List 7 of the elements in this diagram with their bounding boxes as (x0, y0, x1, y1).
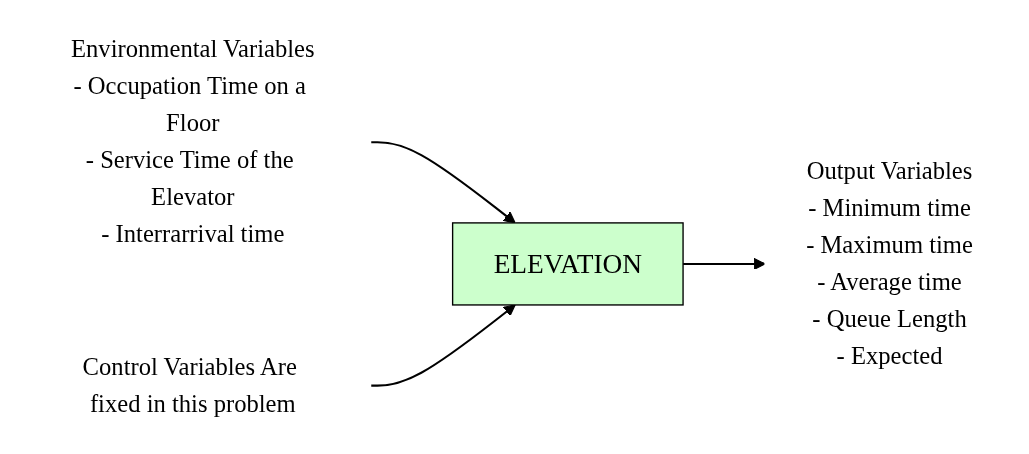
arrow (370, 141, 516, 224)
node-text: Output Variables - Minimum time - Maximum time - Average time - Queue Length - Expected (806, 157, 973, 370)
node-box: ELEVATION (451, 222, 684, 306)
arrow (683, 257, 766, 270)
node-text: Environmental Variables - Occupation Time on a Floor - Service Time of the Elevator - Interrarrival time (71, 35, 315, 248)
node-text: Control Variables Are fixed in this problem (82, 352, 297, 418)
arrow (370, 304, 516, 387)
